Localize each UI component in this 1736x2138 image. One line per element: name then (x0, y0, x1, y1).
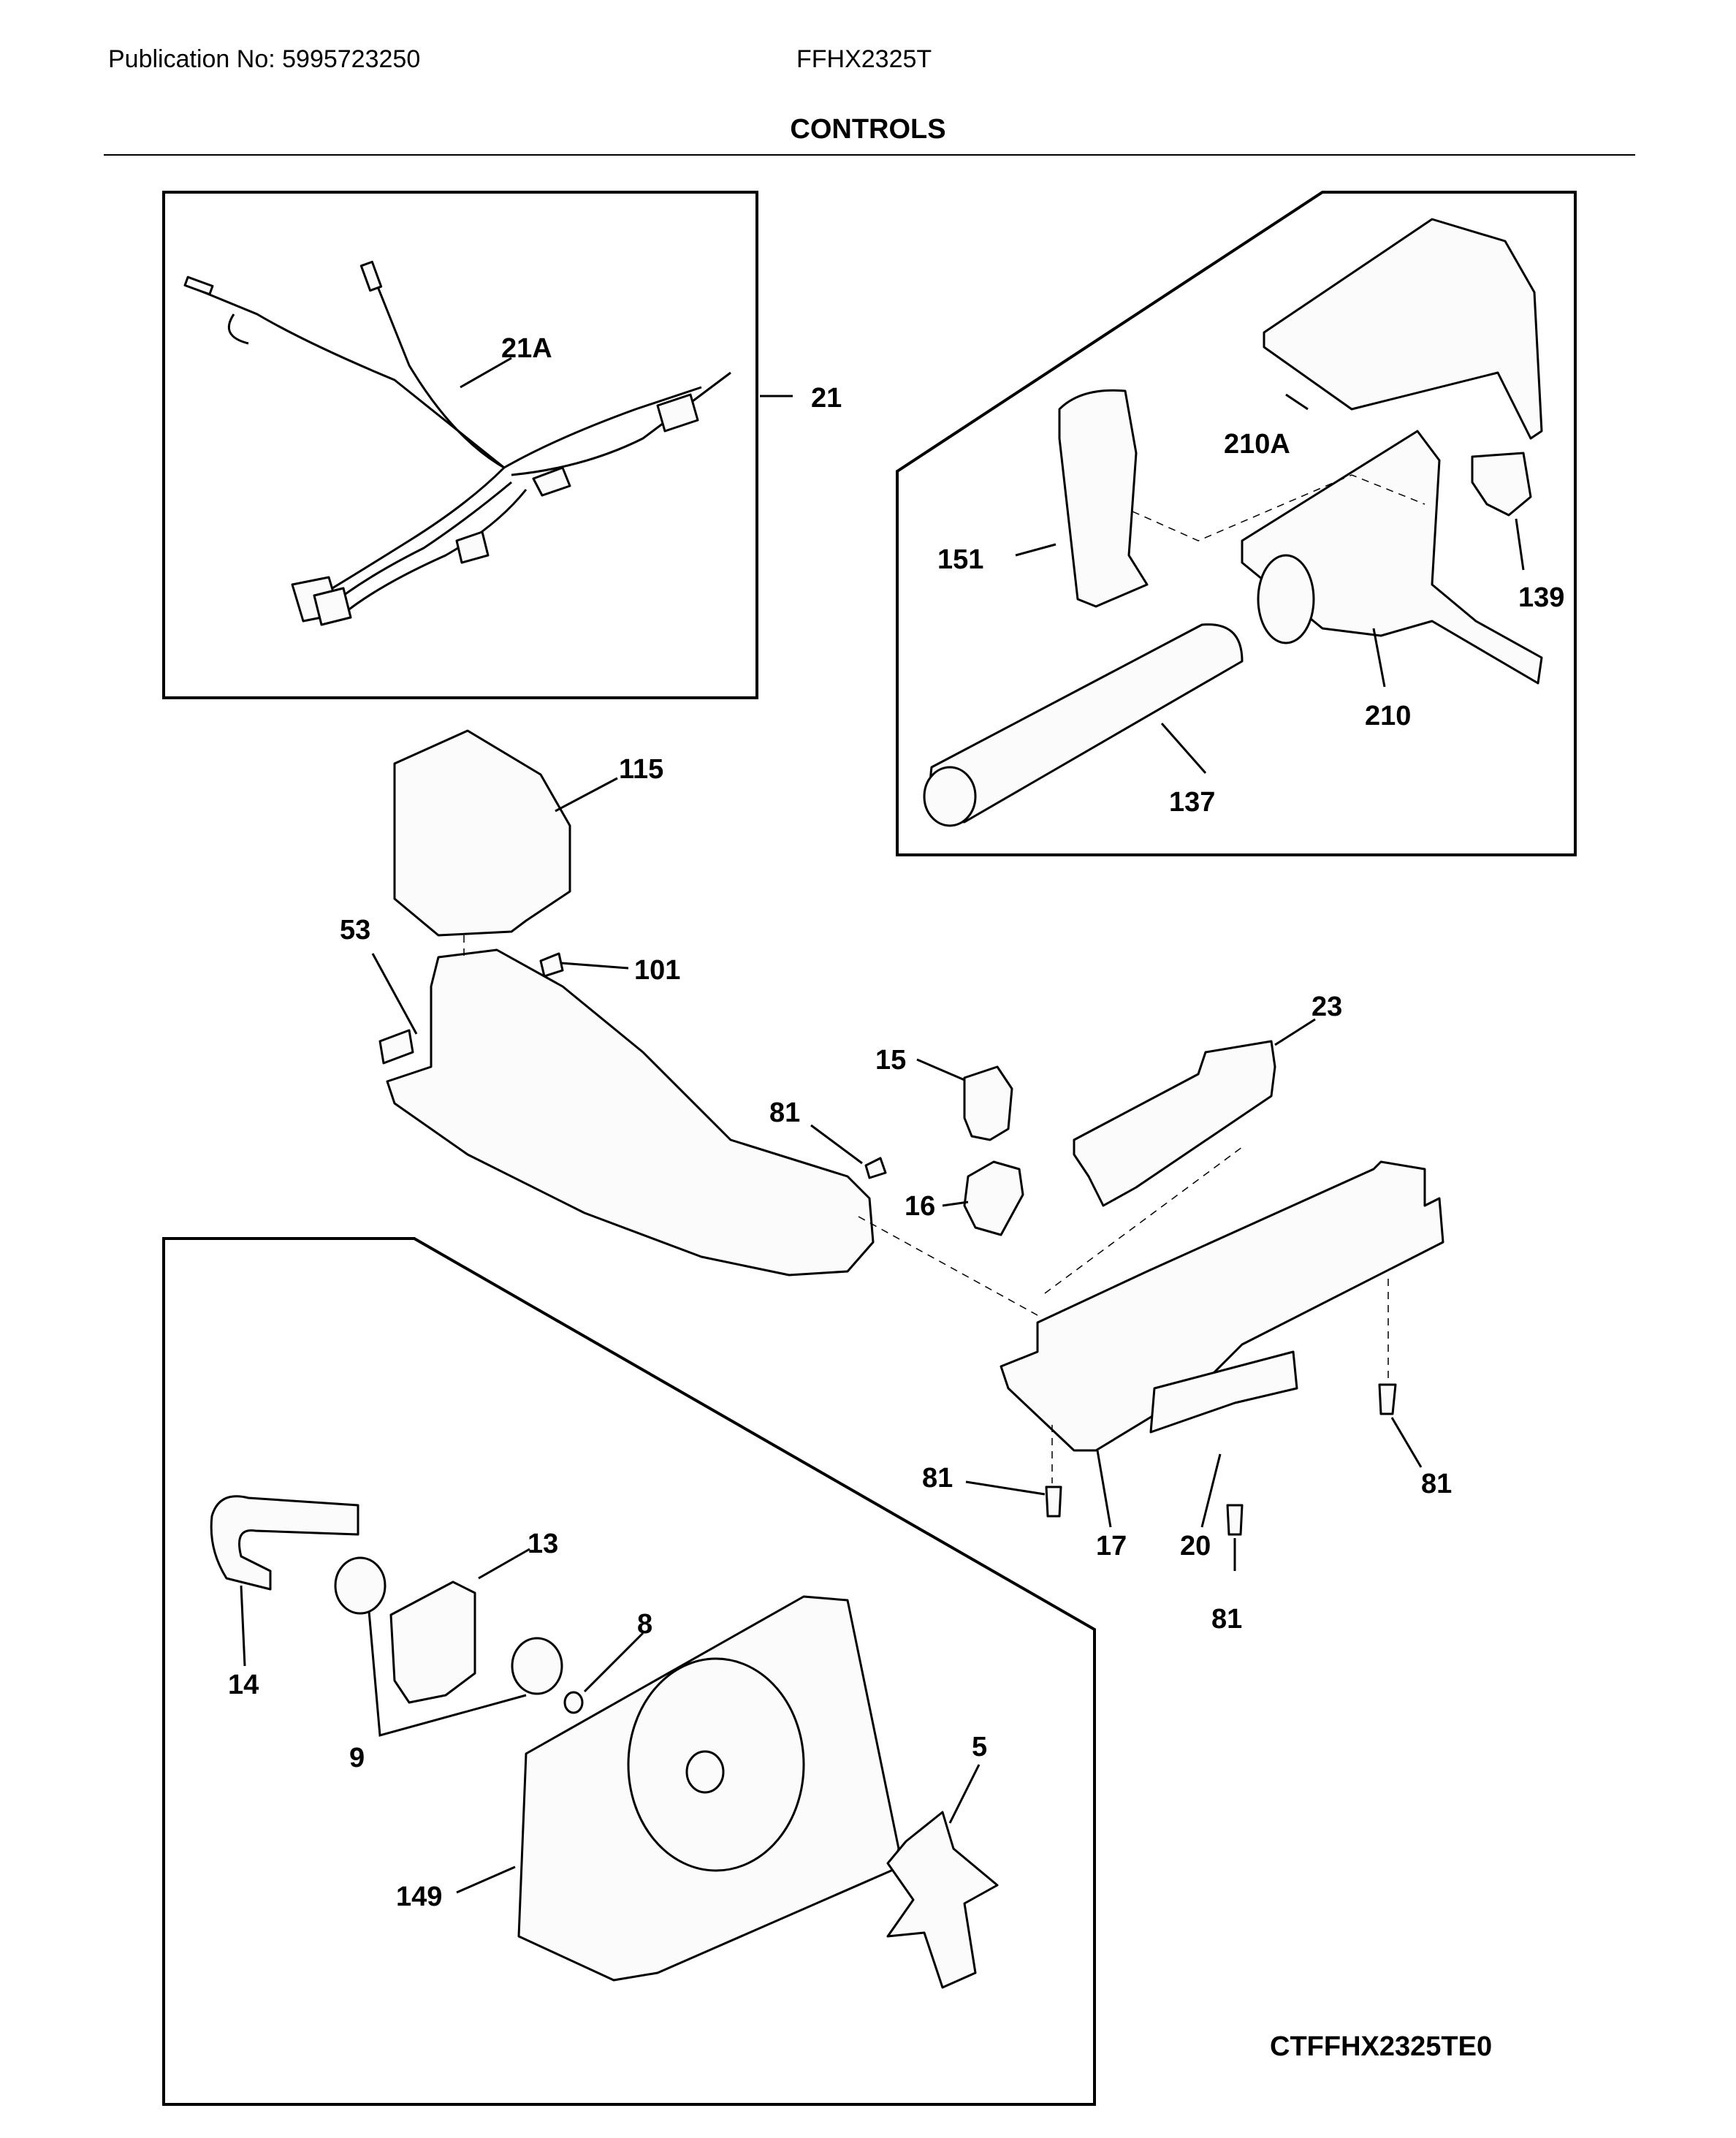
leader-151 (1015, 543, 1057, 557)
water-filter-drawing (923, 218, 1543, 827)
part-label-16: 16 (905, 1191, 935, 1222)
part-label-81-a: 81 (769, 1097, 800, 1128)
part-label-21A: 21A (501, 333, 552, 364)
part-label-5: 5 (972, 1732, 987, 1762)
leader-20 (1200, 1453, 1222, 1528)
leader-137 (1160, 723, 1207, 774)
part-label-9: 9 (349, 1743, 365, 1773)
leader-139 (1515, 518, 1525, 571)
page-title: CONTROLS (790, 114, 946, 145)
part-label-149: 149 (396, 1882, 442, 1912)
part-label-8: 8 (637, 1609, 652, 1640)
leader-210 (1372, 628, 1386, 688)
leader-53 (371, 953, 418, 1035)
leader-5 (948, 1764, 981, 1824)
evaporator-fan-drawing (210, 1495, 999, 1989)
leader-101 (560, 962, 629, 970)
model-number: FFHX2325T (796, 45, 932, 73)
leader-21A (460, 357, 512, 389)
leader-23 (1274, 1018, 1316, 1046)
part-label-81-b: 81 (922, 1463, 953, 1494)
leader-8 (583, 1632, 644, 1693)
water-filter-box (896, 191, 1577, 856)
drawing-code: CTFFHX2325TE0 (1270, 2031, 1493, 2062)
leader-14 (240, 1585, 246, 1667)
part-label-14: 14 (228, 1670, 259, 1700)
part-label-15: 15 (875, 1045, 906, 1076)
part-label-151: 151 (937, 544, 983, 575)
publication-number: Publication No: 5995723250 (108, 45, 421, 73)
part-label-210A: 210A (1224, 429, 1290, 460)
leader-13 (478, 1548, 530, 1580)
wiring-harness-drawing (183, 260, 731, 626)
part-label-23: 23 (1311, 992, 1342, 1022)
part-label-13: 13 (528, 1529, 558, 1559)
part-label-210: 210 (1365, 701, 1411, 731)
part-label-115: 115 (619, 754, 663, 785)
part-label-53: 53 (340, 915, 370, 946)
part-label-137: 137 (1169, 787, 1215, 818)
leader-210A (1285, 393, 1309, 411)
part-label-81-d: 81 (1211, 1604, 1242, 1635)
wiring-harness-box (162, 191, 758, 699)
part-label-139: 139 (1518, 582, 1564, 613)
part-label-21: 21 (811, 383, 842, 414)
part-label-81-c: 81 (1421, 1469, 1452, 1499)
leader-16 (942, 1201, 969, 1207)
leader-15 (916, 1058, 965, 1081)
middle-assembly-drawing (378, 729, 1444, 1536)
leader-115 (555, 777, 618, 813)
leader-81-a (810, 1124, 863, 1165)
leader-81-c (1390, 1417, 1423, 1468)
leader-81-b (965, 1480, 1046, 1496)
leader-149 (456, 1865, 516, 1894)
part-label-17: 17 (1096, 1531, 1127, 1561)
part-label-101: 101 (634, 955, 680, 986)
evaporator-fan-box (162, 1237, 1096, 2106)
header-rule (104, 154, 1635, 156)
part-label-20: 20 (1180, 1531, 1211, 1561)
leader-17 (1096, 1450, 1112, 1528)
